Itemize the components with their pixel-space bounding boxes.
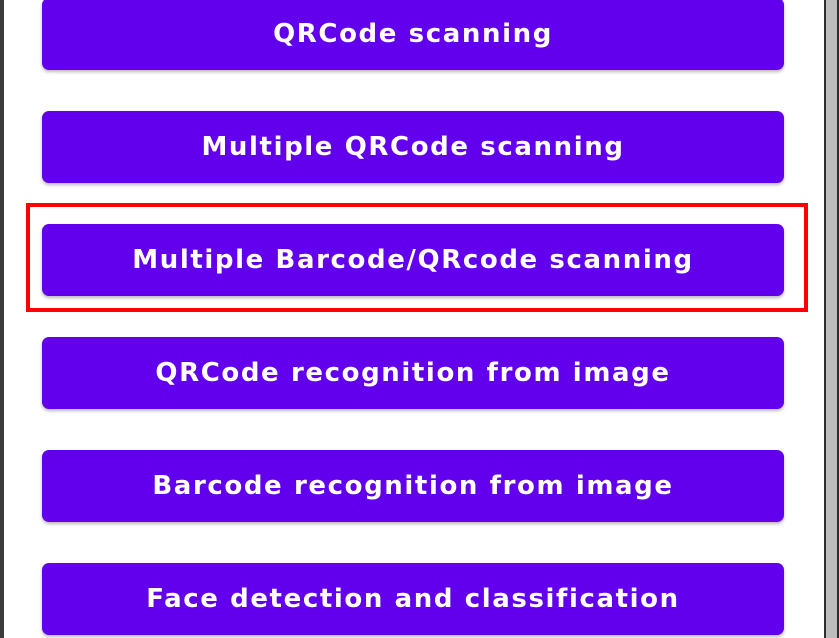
qrcode-scanning-button[interactable]: QRCode scanning <box>42 0 784 70</box>
qrcode-recognition-from-image-button[interactable]: QRCode recognition from image <box>42 337 784 409</box>
button-label: Barcode recognition from image <box>152 471 674 501</box>
button-label: QRCode scanning <box>273 19 553 49</box>
button-label: QRCode recognition from image <box>155 358 671 388</box>
button-list-screen: QRCode scanning Multiple QRCode scanning… <box>4 0 824 638</box>
face-detection-and-classification-button[interactable]: Face detection and classification <box>42 563 784 635</box>
barcode-recognition-from-image-button[interactable]: Barcode recognition from image <box>42 450 784 522</box>
button-label: Face detection and classification <box>146 584 680 614</box>
multiple-qrcode-scanning-button[interactable]: Multiple QRCode scanning <box>42 111 784 183</box>
scrollbar-track[interactable] <box>824 0 839 638</box>
button-label: Multiple QRCode scanning <box>201 132 625 162</box>
button-label: Multiple Barcode/QRcode scanning <box>132 245 694 275</box>
multiple-barcode-qrcode-scanning-button[interactable]: Multiple Barcode/QRcode scanning <box>42 224 784 296</box>
scrollbar-thumb[interactable] <box>826 0 837 638</box>
